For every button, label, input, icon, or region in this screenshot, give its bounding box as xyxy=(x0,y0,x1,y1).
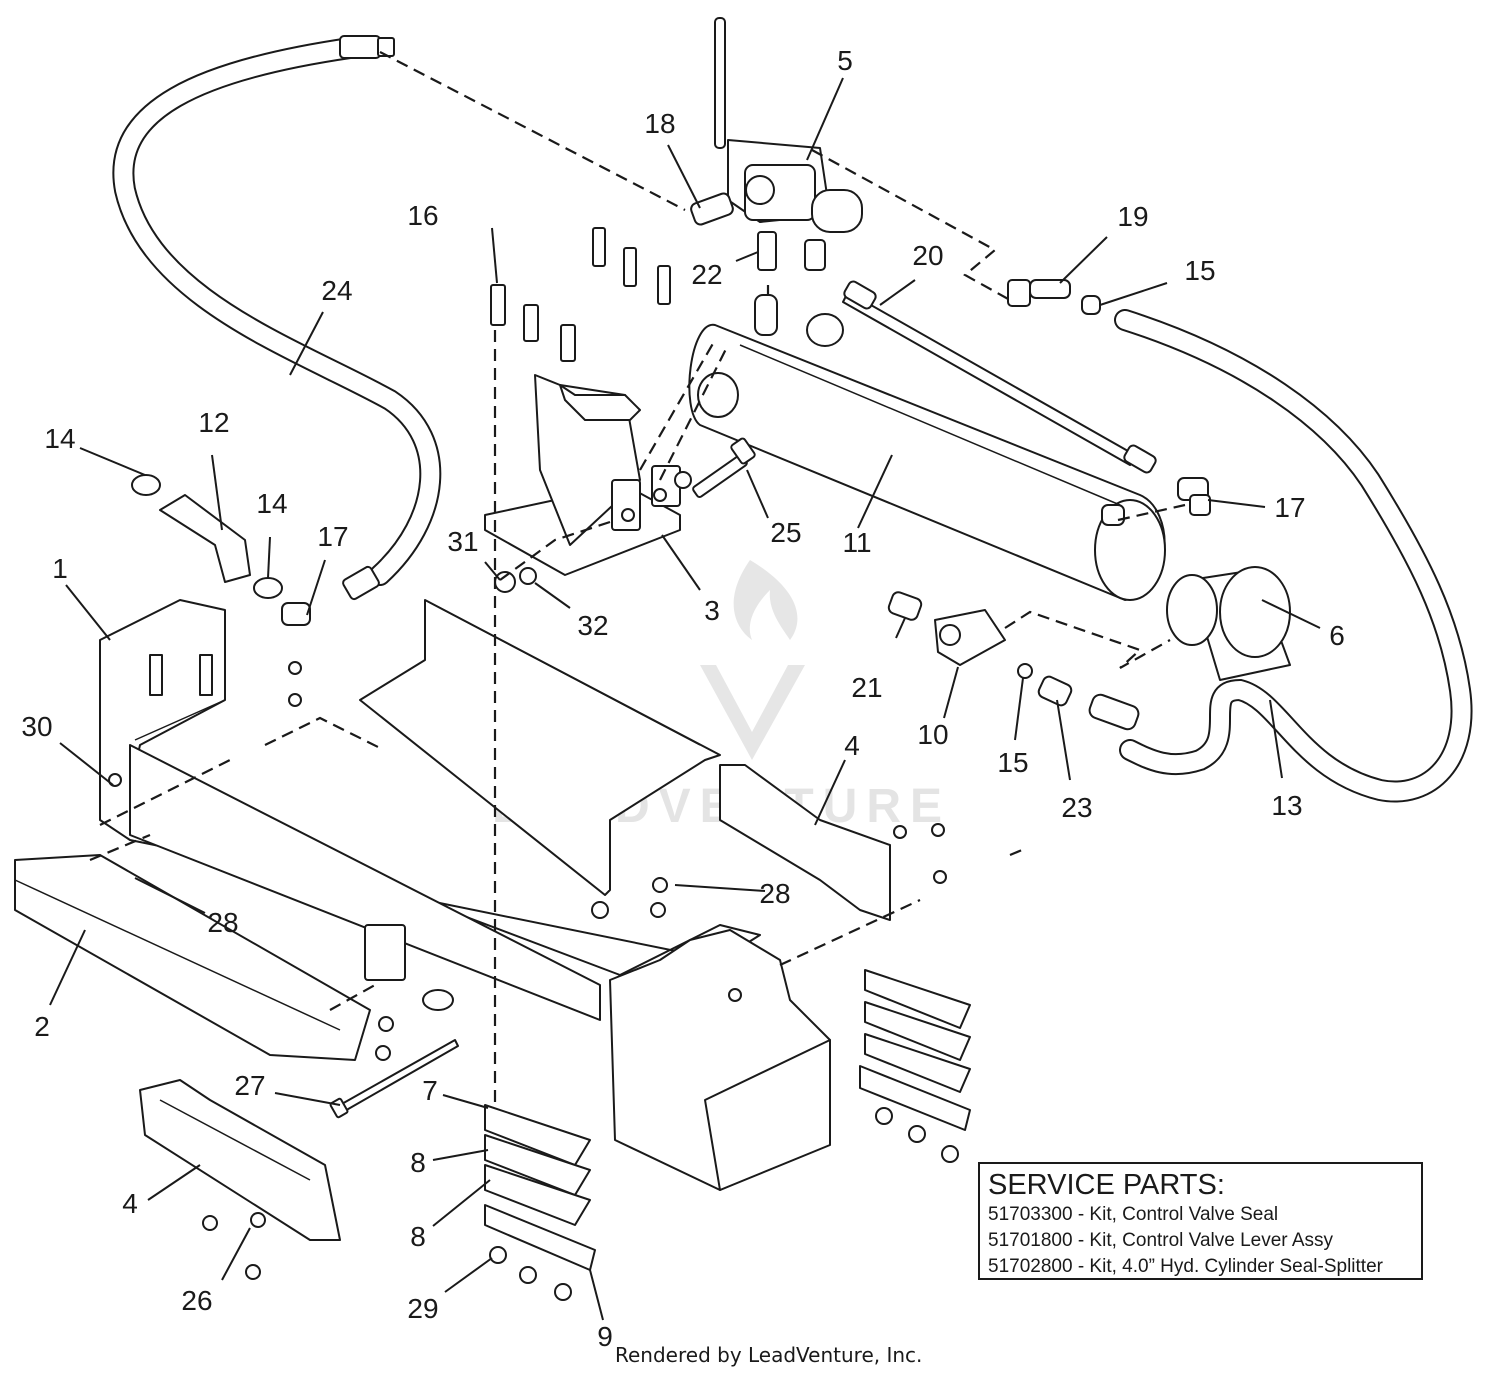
callout-8b: 8 xyxy=(410,1221,426,1252)
spiral-hose-13 xyxy=(1088,309,1473,803)
guide-4-upper xyxy=(719,764,891,921)
callout-15b: 15 xyxy=(997,747,1028,778)
callout-12: 12 xyxy=(198,407,229,438)
callout-31: 31 xyxy=(447,526,478,557)
hydraulic-cylinder-11 xyxy=(688,294,1166,601)
callout-25: 25 xyxy=(770,517,801,548)
leader-lines xyxy=(49,77,1321,1321)
callout-16: 16 xyxy=(407,200,438,231)
callout-21: 21 xyxy=(851,672,882,703)
connection-lines xyxy=(89,51,1186,1105)
wedge-plates-center xyxy=(484,1104,596,1301)
callout-18: 18 xyxy=(644,108,675,139)
callout-4a: 4 xyxy=(844,730,860,761)
service-part-item: 51702800 - Kit, 4.0” Hyd. Cylinder Seal-… xyxy=(988,1256,1383,1277)
callout-28a: 28 xyxy=(759,878,790,909)
callout-17b: 17 xyxy=(1274,492,1305,523)
callout-29: 29 xyxy=(407,1293,438,1324)
coupler-10 xyxy=(887,591,1073,707)
callout-24: 24 xyxy=(321,275,352,306)
callout-14b: 14 xyxy=(256,488,287,519)
footer-credit: Rendered by LeadVenture, Inc. xyxy=(615,1343,923,1367)
guide-4-lower xyxy=(139,1079,341,1241)
wedge-mount-3 xyxy=(484,374,681,576)
service-part-item: 51703300 - Kit, Control Valve Seal xyxy=(988,1204,1279,1225)
callout-26: 26 xyxy=(181,1285,212,1316)
main-beam-1 xyxy=(99,599,761,1021)
service-parts-box: SERVICE PARTS: 51703300 - Kit, Control V… xyxy=(978,1162,1423,1280)
filter-6 xyxy=(1166,566,1291,681)
callout-4b: 4 xyxy=(122,1188,138,1219)
bolt-25 xyxy=(494,437,756,593)
control-valve-5 xyxy=(690,17,863,233)
service-parts-title: SERVICE PARTS: xyxy=(988,1169,1225,1201)
callout-3: 3 xyxy=(704,595,720,626)
callout-14a: 14 xyxy=(44,423,75,454)
service-part-item: 51701800 - Kit, Control Valve Lever Assy xyxy=(988,1230,1334,1251)
callout-20: 20 xyxy=(912,240,943,271)
callout-17a: 17 xyxy=(317,521,348,552)
callout-19: 19 xyxy=(1117,201,1148,232)
callout-1: 1 xyxy=(52,553,68,584)
callout-7: 7 xyxy=(422,1075,438,1106)
callout-2: 2 xyxy=(34,1011,50,1042)
callout-15a: 15 xyxy=(1184,255,1215,286)
callout-27: 27 xyxy=(234,1070,265,1101)
callout-11: 11 xyxy=(842,527,871,558)
callouts: 1 2 3 4 4 5 6 7 8 8 9 10 11 12 13 14 14 … xyxy=(21,45,1344,1352)
callout-6: 6 xyxy=(1329,620,1345,651)
foot-plate xyxy=(609,929,831,1191)
callout-9: 9 xyxy=(597,1321,613,1352)
callout-10: 10 xyxy=(917,719,948,750)
callout-22: 22 xyxy=(691,259,722,290)
hydraulic-tube-20 xyxy=(842,280,1157,474)
callout-13: 13 xyxy=(1271,790,1302,821)
callout-8a: 8 xyxy=(410,1147,426,1178)
bolts-small xyxy=(108,661,947,1280)
callout-30: 30 xyxy=(21,711,52,742)
callout-23: 23 xyxy=(1061,792,1092,823)
callout-28b: 28 xyxy=(207,907,238,938)
callout-32: 32 xyxy=(577,610,608,641)
callout-5: 5 xyxy=(837,45,853,76)
carriage-bolts-16 xyxy=(490,227,671,362)
wedge-plates-right xyxy=(859,969,971,1163)
